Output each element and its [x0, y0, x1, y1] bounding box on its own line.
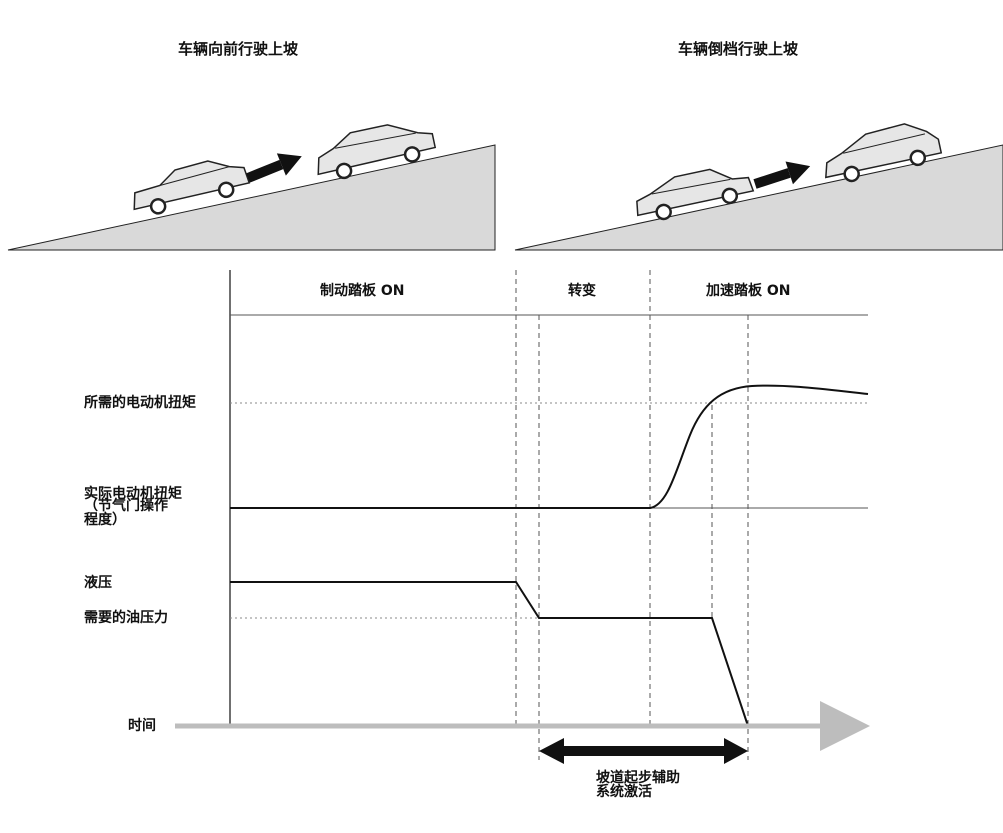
actual-torque-line2: （节气门操作 — [84, 498, 168, 514]
car-icon — [317, 124, 437, 180]
actual-torque-label: 实际电动机扭矩 （节气门操作 程度） — [84, 486, 182, 528]
required-torque-label: 所需的电动机扭矩 — [84, 395, 196, 411]
car-icon — [636, 168, 755, 221]
phase-accel-label: 加速踏板 ON — [706, 283, 791, 299]
timing-diagram — [175, 270, 870, 764]
car-icon — [825, 123, 943, 183]
hill-start-line2: 系统激活 — [596, 784, 652, 800]
reverse-uphill-illustration — [514, 123, 1003, 251]
forward-uphill-title: 车辆向前行驶上坡 — [178, 40, 299, 58]
actual-torque-line3: 程度） — [84, 512, 126, 528]
car-icon — [133, 160, 251, 215]
actual-torque-curve — [230, 384, 869, 509]
actual-torque-line1: 实际电动机扭矩 — [84, 486, 182, 502]
reverse-arrow-icon — [753, 161, 811, 189]
forward-arrow-icon — [246, 153, 302, 183]
time-label: 时间 — [128, 718, 156, 734]
phase-transition-label: 转变 — [568, 283, 596, 299]
hill-start-assist-label: 坡道起步辅助 系统激活 — [596, 770, 680, 800]
forward-uphill-illustration — [7, 124, 496, 251]
hill-start-line1: 坡道起步辅助 — [596, 770, 680, 786]
phase-brake-label: 制动踏板 ON — [320, 283, 405, 299]
reverse-uphill-title: 车辆倒档行驶上坡 — [678, 40, 799, 58]
hydraulic-label: 液压 — [84, 575, 112, 591]
slope-right — [514, 144, 1003, 251]
hydraulic-pressure-curve — [230, 581, 749, 727]
slope-left — [7, 144, 496, 251]
required-pressure-label: 需要的油压力 — [84, 610, 168, 626]
hill-start-assist-arrow-icon — [539, 738, 748, 764]
